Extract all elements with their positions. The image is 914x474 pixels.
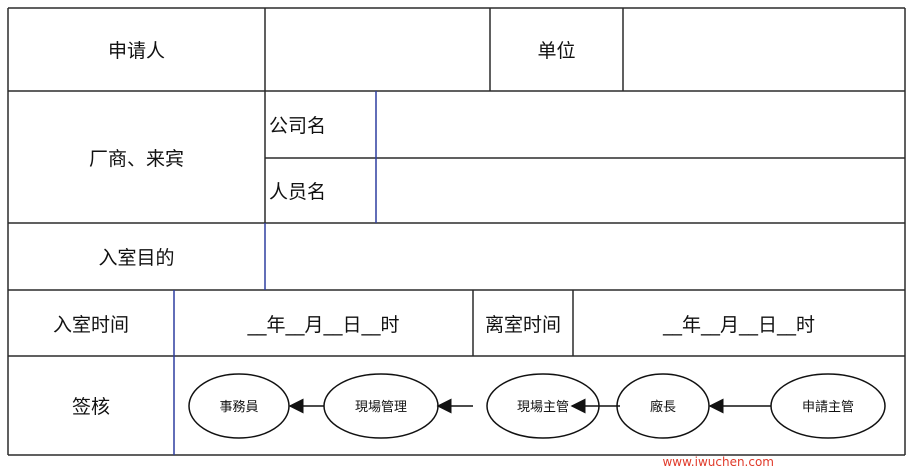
watermark: www.iwuchen.com [662, 455, 774, 469]
unit-field[interactable] [623, 8, 905, 91]
company-label: 公司名 [269, 115, 327, 137]
entry-time-label: 入室时间 [52, 313, 129, 336]
unit-label: 单位 [537, 40, 576, 62]
purpose-label: 入室目的 [98, 247, 175, 269]
applicant-field[interactable] [265, 8, 490, 91]
exit-time-label: 离室时间 [484, 313, 561, 336]
exit-time-field[interactable]: __年__月__日__时 [662, 313, 815, 336]
flow-node-label: 申請主管 [802, 400, 854, 415]
flow-node-label: 現場主管 [517, 400, 569, 415]
purpose-field[interactable] [265, 223, 905, 290]
flow-node: 申請主管 [770, 373, 886, 439]
flow-node-label: 事務員 [219, 400, 258, 415]
entry-time-field[interactable]: __年__月__日__时 [247, 313, 400, 336]
person-label: 人员名 [269, 181, 327, 203]
flow-node: 廠長 [616, 373, 710, 439]
flow-node: 事務員 [188, 373, 290, 439]
person-field[interactable] [376, 158, 905, 223]
signoff-label: 签核 [71, 396, 110, 418]
applicant-label: 申请人 [107, 40, 165, 62]
approval-flow: 事務員 現場管理 現場主管 廠長 申請主管 [188, 373, 886, 439]
flow-node: 現場管理 [323, 373, 439, 439]
company-field[interactable] [376, 91, 905, 158]
visitor-label: 厂商、来宾 [88, 147, 184, 170]
flow-node-label: 現場管理 [355, 400, 407, 415]
flow-node: 現場主管 [486, 373, 600, 439]
flow-node-label: 廠長 [650, 399, 676, 415]
